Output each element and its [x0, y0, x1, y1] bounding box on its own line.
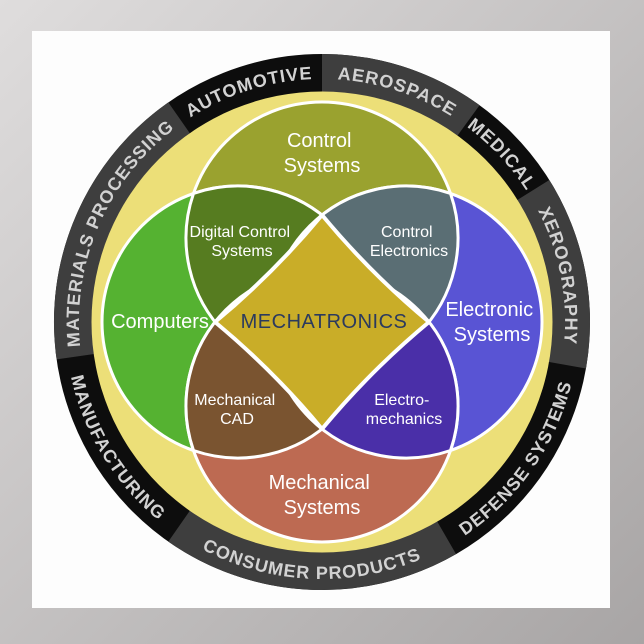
label-mechanical-systems-line1: Mechanical [269, 472, 370, 494]
ring-segment-consumer-products [168, 510, 456, 590]
label-electro-mechanics-line1: Electro- [374, 392, 429, 409]
ring-segment-materials-processing [54, 102, 191, 360]
outer-ring [54, 54, 590, 590]
label-electro-mechanics-line2: mechanics [366, 411, 442, 428]
label-mechanical-cad: Mechanical CAD [194, 392, 279, 428]
label-mechanical-cad-line2: CAD [220, 411, 254, 428]
label-control-electronics-line2: Electronics [370, 243, 448, 260]
label-electronic-systems-line2: Systems [454, 324, 531, 346]
label-mechanical-cad-line1: Mechanical [194, 392, 275, 409]
label-mechanical-systems-line2: Systems [284, 497, 361, 519]
label-control-systems: Control Systems [284, 130, 361, 177]
ring-segment-aerospace [321, 54, 480, 137]
label-digital-control-systems-line1: Digital Control [190, 224, 290, 241]
label-electronic-systems-line1: Electronic [445, 299, 533, 321]
label-control-systems-line1: Control [287, 130, 351, 152]
label-digital-control-systems-line2: Systems [211, 243, 272, 260]
label-computers: Computers [111, 311, 209, 333]
label-electro-mechanics: Electro- mechanics [366, 392, 442, 428]
label-electronic-systems: Electronic Systems [445, 299, 538, 346]
venn-labels: Control Systems Computers Electronic Sys… [111, 130, 538, 519]
label-mechanical-systems: Mechanical Systems [269, 472, 376, 519]
label-control-systems-line2: Systems [284, 155, 361, 177]
center-star [213, 213, 431, 431]
label-control-electronics-line1: Control [381, 224, 433, 241]
label-digital-control-systems: Digital Control Systems [190, 224, 295, 260]
center-title: MECHATRONICS [241, 311, 408, 333]
ring-segment-xerography [516, 180, 590, 369]
label-control-electronics: Control Electronics [370, 224, 448, 260]
